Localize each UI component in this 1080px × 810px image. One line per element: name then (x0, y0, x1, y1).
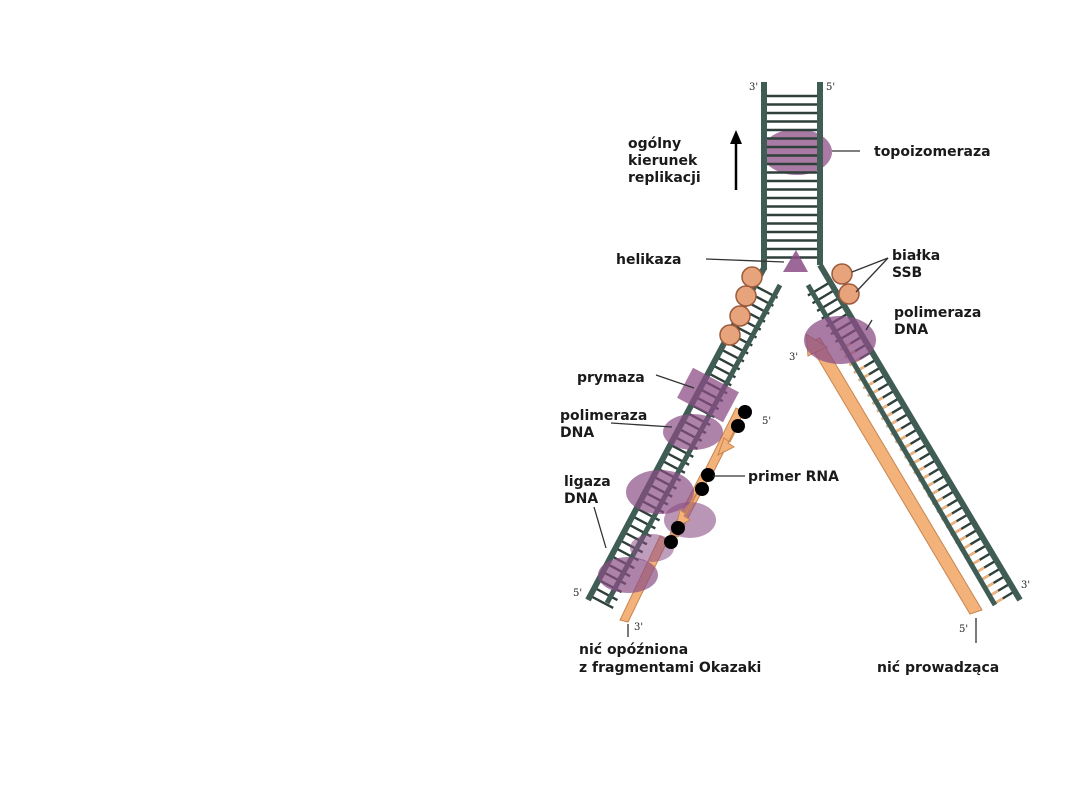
end-right-new: 3' (789, 352, 798, 363)
ligase-label: ligaza DNA (564, 474, 616, 507)
end-bottom-right-inner: 5' (959, 624, 968, 635)
polymerase-right-enzyme (804, 316, 876, 364)
lagging-enzymes (598, 367, 739, 593)
end-top-right: 5' (826, 82, 835, 93)
lagging-strand-label: nić opóźniona z fragmentami Okazaki (579, 642, 761, 676)
polymerase-left-enzyme (663, 414, 723, 450)
direction-arrow-icon (730, 130, 742, 190)
primase-enzyme (677, 367, 739, 423)
end-bottom-right-outer: 3' (1021, 580, 1030, 591)
rna-primers (664, 405, 752, 549)
leader-lines (593, 150, 977, 643)
end-lagging-primer: 5' (762, 416, 771, 427)
base-pair-rung (631, 515, 656, 530)
end-bottom-left-outer: 5' (573, 588, 582, 599)
leading-strand-label: nić prowadząca (877, 660, 999, 676)
topoisomerase-label: topoizomeraza (874, 144, 991, 160)
base-pair-rung (589, 594, 614, 610)
helicase-label: helikaza (616, 252, 681, 268)
rna-primer-label: primer RNA (748, 469, 839, 485)
ligase-enzyme (598, 557, 658, 593)
polymerase-right-label: polimeraza DNA (894, 305, 986, 338)
polymerase-left-label: polimeraza DNA (560, 408, 652, 441)
overall-direction-label: ogólny kierunek replikacji (628, 136, 702, 186)
ssb-proteins (719, 263, 860, 346)
end-bottom-left-inner: 3' (634, 622, 643, 633)
end-top-left: 3' (749, 82, 758, 93)
helicase-enzyme (783, 250, 808, 272)
ssb-label: białka SSB (892, 248, 945, 281)
base-pair-rung (593, 586, 618, 602)
primase-label: prymaza (577, 370, 645, 386)
